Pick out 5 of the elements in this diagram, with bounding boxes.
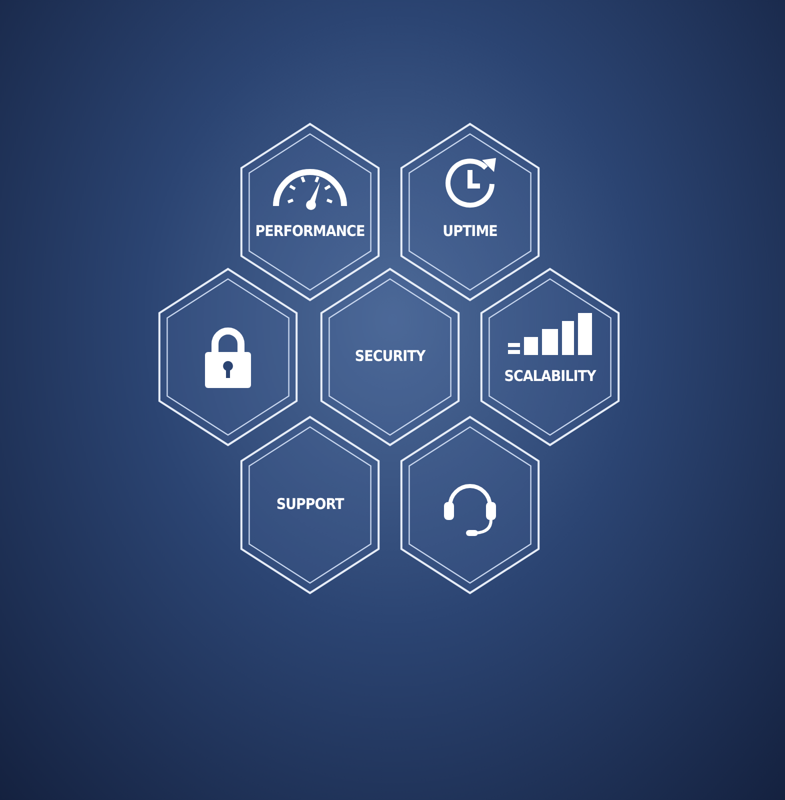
tile-label: SCALABILITY bbox=[504, 367, 596, 385]
tile-label: UPTIME bbox=[442, 222, 498, 240]
tile-label: SUPPORT bbox=[276, 495, 344, 513]
tile-label: SECURITY bbox=[354, 347, 426, 365]
tile-label: PERFORMANCE bbox=[255, 222, 365, 240]
